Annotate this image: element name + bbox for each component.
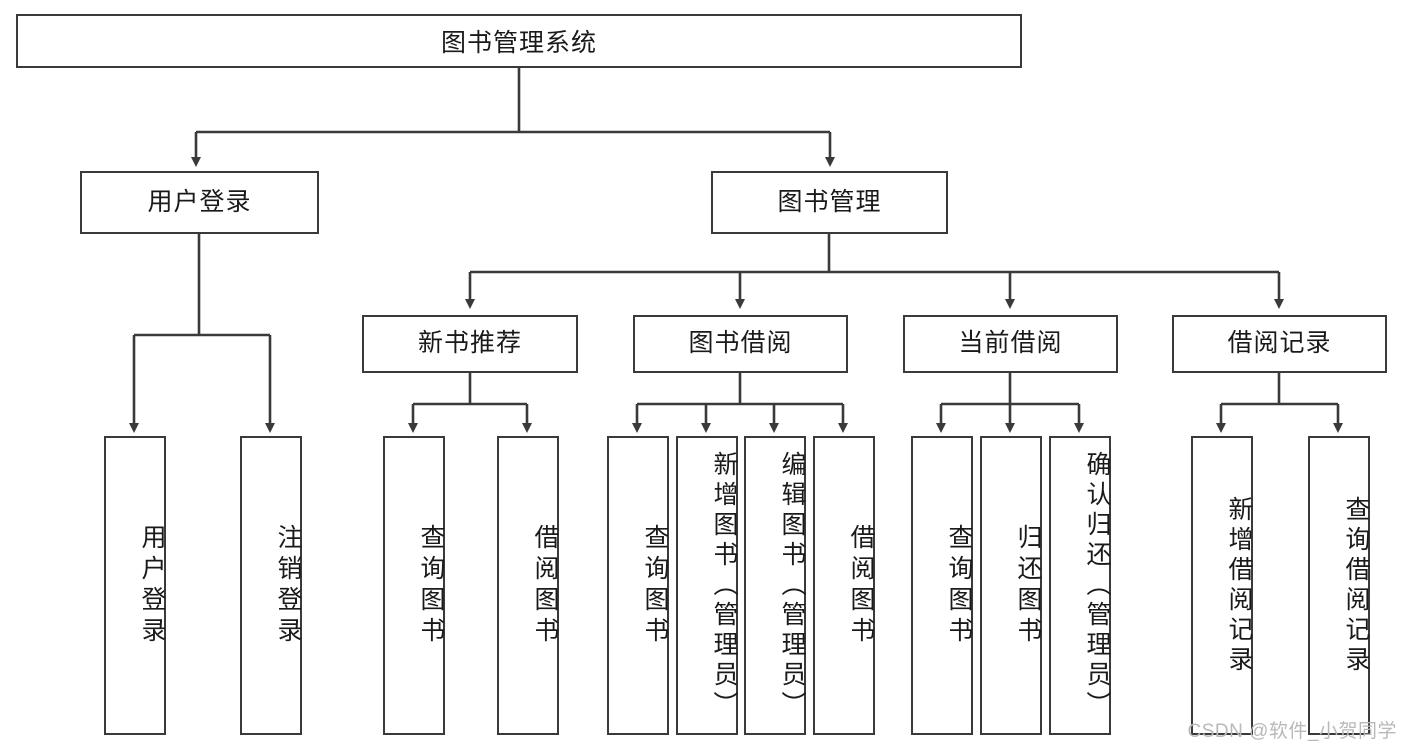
node-label: 新书推荐 [417,329,522,358]
leaf-user-login[interactable]: 用户登录 [104,436,166,735]
node-label: 确认归还（管理员） [1083,450,1111,721]
node-label: 图书管理 [777,187,882,216]
leaf-confirm-return-admin[interactable]: 确认归还（管理员） [1049,436,1111,735]
leaf-query-book-recommend[interactable]: 查询图书 [383,436,445,735]
node-label: 注销登录 [274,523,302,648]
node-label: 查询借阅记录 [1342,495,1370,676]
node-borrow-record[interactable]: 借阅记录 [1172,315,1387,373]
node-label: 图书管理系统 [440,29,597,57]
node-label: 编辑图书（管理员） [778,450,806,721]
node-label: 新增借阅记录 [1225,495,1253,676]
node-book-management[interactable]: 图书管理 [711,171,948,234]
node-book-borrow[interactable]: 图书借阅 [633,315,848,373]
node-user-login[interactable]: 用户登录 [80,171,319,234]
node-label: 用户登录 [138,523,166,648]
leaf-query-borrow-record[interactable]: 查询借阅记录 [1308,436,1370,735]
node-label: 查询图书 [641,523,669,648]
node-new-book-recommend[interactable]: 新书推荐 [362,315,578,373]
node-label: 用户登录 [147,187,252,216]
node-label: 归还图书 [1014,523,1042,648]
watermark-text: CSDN @软件_小贺同学 [1187,721,1397,742]
node-label: 当前借阅 [958,329,1063,358]
leaf-logout[interactable]: 注销登录 [240,436,302,735]
leaf-add-book-admin[interactable]: 新增图书（管理员） [676,436,738,735]
node-label: 图书借阅 [688,329,793,358]
node-label: 借阅图书 [847,523,875,648]
node-label: 新增图书（管理员） [710,450,738,721]
leaf-query-book-current[interactable]: 查询图书 [911,436,973,735]
node-label: 借阅图书 [531,523,559,648]
node-current-borrow[interactable]: 当前借阅 [903,315,1118,373]
leaf-query-book-borrow[interactable]: 查询图书 [607,436,669,735]
leaf-borrow-book[interactable]: 借阅图书 [813,436,875,735]
node-label: 查询图书 [945,523,973,648]
node-label: 借阅记录 [1227,329,1332,358]
leaf-borrow-book-recommend[interactable]: 借阅图书 [497,436,559,735]
leaf-add-borrow-record[interactable]: 新增借阅记录 [1191,436,1253,735]
leaf-edit-book-admin[interactable]: 编辑图书（管理员） [744,436,806,735]
node-label: 查询图书 [417,523,445,648]
node-root-system[interactable]: 图书管理系统 [16,14,1022,68]
leaf-return-book[interactable]: 归还图书 [980,436,1042,735]
